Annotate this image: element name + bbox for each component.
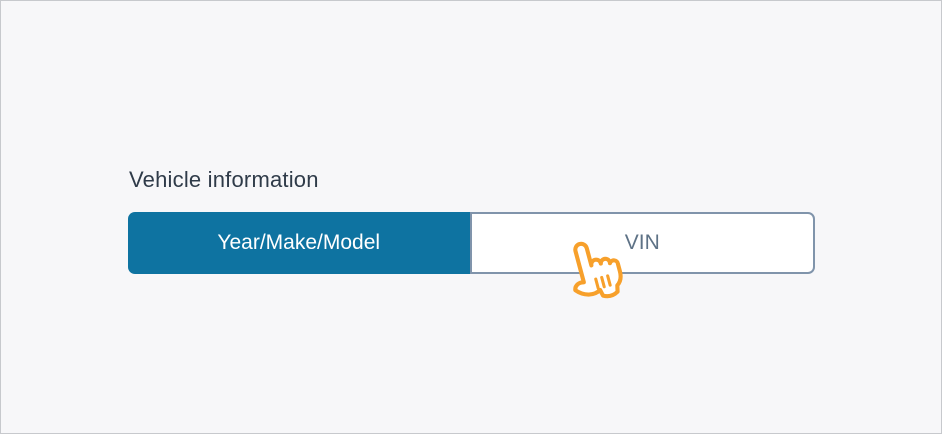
toggle-vin[interactable]: VIN (469, 212, 815, 274)
vehicle-entry-toggle: Year/Make/Model VIN (128, 212, 815, 274)
toggle-year-make-model[interactable]: Year/Make/Model (128, 212, 470, 274)
vehicle-information-label: Vehicle information (129, 167, 319, 192)
